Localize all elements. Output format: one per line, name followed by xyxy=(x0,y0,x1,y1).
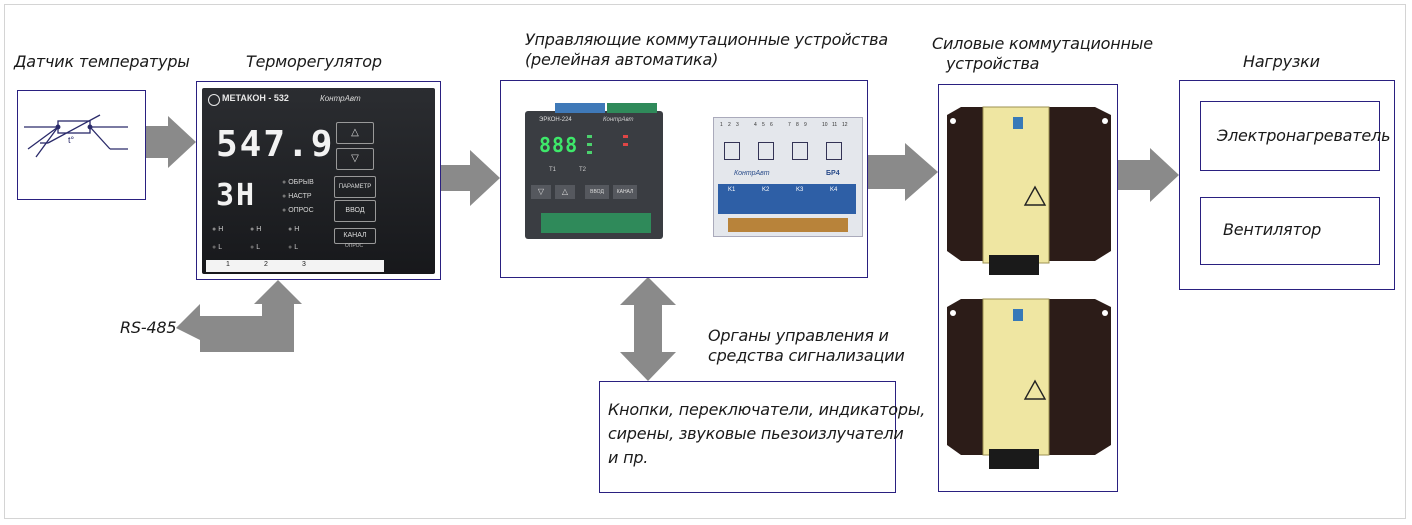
term-9: 9 xyxy=(804,122,807,128)
sensor-box: t° xyxy=(17,90,146,200)
ch3-l: L xyxy=(294,244,299,251)
metakon-down-button[interactable]: ▽ xyxy=(336,148,374,170)
term-2: 2 xyxy=(728,122,731,128)
status-poll: ОПРОС xyxy=(288,207,314,214)
arrow-relay-controls-bidirectional xyxy=(620,277,676,381)
relay-k3: K3 xyxy=(796,187,804,193)
metakon-channel-leds: ● H ● H ● H ● L ● L ● L xyxy=(212,226,300,251)
controls-text-line2: сирены, звуковые пьезоизлучатели xyxy=(608,424,904,443)
metakon-poll-label: ОПРОС xyxy=(344,243,364,249)
label-sensor: Датчик температуры xyxy=(14,52,190,71)
term-7: 7 xyxy=(788,122,791,128)
metakon-param-button[interactable]: ПАРАМЕТР xyxy=(334,176,376,198)
metakon-enter-button[interactable]: ВВОД xyxy=(334,200,376,222)
label-relay-line1: Управляющие коммутационные устройства xyxy=(525,30,888,49)
metakon-brand: МЕТАКОН - 532 xyxy=(222,93,289,103)
load-fan: Вентилятор xyxy=(1223,220,1322,239)
term-6: 6 xyxy=(770,122,773,128)
controls-text-line1: Кнопки, переключатели, индикаторы, xyxy=(608,400,926,419)
br4-model: БР4 xyxy=(826,170,840,177)
loads-box: Электронагреватель Вентилятор xyxy=(1179,80,1395,290)
erkon-t1: T1 xyxy=(549,167,557,173)
metakon-channel-strip: 1 2 3 xyxy=(206,260,384,272)
channel-3: 3 xyxy=(302,261,306,268)
erkon-leds xyxy=(587,135,657,159)
diagram-frame xyxy=(4,4,1406,519)
power-device-2 xyxy=(947,298,1111,469)
metakon-sub-display: 3H xyxy=(216,178,257,213)
term-3: 3 xyxy=(736,122,739,128)
channel-2: 2 xyxy=(264,261,268,268)
controls-box: Кнопки, переключатели, индикаторы, сирен… xyxy=(599,381,925,493)
label-power-line2: устройства xyxy=(946,54,1040,73)
arrow-rs485-bidirectional xyxy=(176,280,302,352)
label-relay-line2: (релейная автоматика) xyxy=(525,50,719,69)
label-controls-line1: Органы управления и xyxy=(708,326,889,345)
label-rs485: RS-485 xyxy=(120,318,177,337)
label-power-line1: Силовые коммутационные xyxy=(932,34,1153,53)
relay-k4: K4 xyxy=(830,187,838,193)
metakon-up-button[interactable]: △ xyxy=(336,122,374,144)
erkon-up-button[interactable]: ▽ xyxy=(531,185,551,199)
arrow-power-to-loads xyxy=(1118,148,1179,202)
erkon-t2: T2 xyxy=(579,167,587,173)
power-box xyxy=(938,84,1118,492)
br4-relay-strip: K1 K2 K3 K4 xyxy=(718,184,856,214)
br4-device: 1 2 3 4 5 6 7 8 9 10 11 12 КонтрАвт БР4 … xyxy=(713,117,863,237)
label-loads: Нагрузки xyxy=(1243,52,1320,71)
erkon-enter-button[interactable]: ВВОД xyxy=(585,185,609,199)
controls-text-line3: и пр. xyxy=(608,448,649,467)
channel-1: 1 xyxy=(226,261,230,268)
metakon-status-list: ● ОБРЫВ ● НАСТР ● ОПРОС xyxy=(282,179,314,214)
load-fan-box: Вентилятор xyxy=(1200,197,1380,265)
controller-box: МЕТАКОН - 532 КонтрАвт 547.9 3H ● ОБРЫВ … xyxy=(196,81,441,280)
term-12: 12 xyxy=(842,122,848,128)
ch3-h: H xyxy=(294,226,300,233)
erkon-device: ЭРКОН-224 КонтрАвт 888 T1 T2 ▽ △ ВВОД КА… xyxy=(525,103,663,239)
term-8: 8 xyxy=(796,122,799,128)
erkon-maker: КонтрАвт xyxy=(603,117,634,123)
br4-maker: КонтрАвт xyxy=(734,170,770,177)
br4-terminal-row: 1 2 3 4 5 6 7 8 9 10 11 12 xyxy=(718,122,856,134)
power-devices-illustration xyxy=(947,106,1111,469)
metakon-logo-icon xyxy=(208,94,220,106)
power-device-1 xyxy=(947,106,1111,275)
erkon-model: ЭРКОН-224 xyxy=(539,117,572,123)
thermistor-symbol-icon: t° xyxy=(24,114,128,158)
term-4: 4 xyxy=(754,122,757,128)
relay-box: ЭРКОН-224 КонтрАвт 888 T1 T2 ▽ △ ВВОД КА… xyxy=(500,80,868,278)
ch1-l: L xyxy=(218,244,223,251)
ch1-h: H xyxy=(218,226,224,233)
term-1: 1 xyxy=(720,122,723,128)
term-10: 10 xyxy=(822,122,828,128)
sensor-temp-symbol: t° xyxy=(68,135,75,145)
metakon-channel-button[interactable]: КАНАЛ xyxy=(334,228,376,244)
erkon-channel-button[interactable]: КАНАЛ xyxy=(613,185,637,199)
arrow-sensor-to-controller xyxy=(146,116,196,168)
arrow-relay-to-power xyxy=(868,143,938,201)
relay-k2: K2 xyxy=(762,187,770,193)
label-controls-line2: средства сигнализации xyxy=(708,346,905,365)
status-break: ОБРЫВ xyxy=(288,179,314,186)
label-controller: Терморегулятор xyxy=(246,52,382,71)
status-setup: НАСТР xyxy=(288,193,312,200)
erkon-down-button[interactable]: △ xyxy=(555,185,575,199)
relay-k1: K1 xyxy=(728,187,736,193)
term-5: 5 xyxy=(762,122,765,128)
term-11: 11 xyxy=(832,122,838,128)
load-heater-box: Электронагреватель xyxy=(1200,101,1391,171)
metakon-device: МЕТАКОН - 532 КонтрАвт 547.9 3H ● ОБРЫВ … xyxy=(202,88,435,274)
metakon-main-display: 547.9 xyxy=(216,124,335,165)
arrow-controller-to-relay xyxy=(441,150,500,206)
br4-relay-symbols xyxy=(718,138,856,168)
metakon-maker: КонтрАвт xyxy=(320,94,361,103)
ch2-h: H xyxy=(256,226,262,233)
load-heater: Электронагреватель xyxy=(1217,126,1391,145)
ch2-l: L xyxy=(256,244,261,251)
erkon-display: 888 xyxy=(539,133,579,157)
